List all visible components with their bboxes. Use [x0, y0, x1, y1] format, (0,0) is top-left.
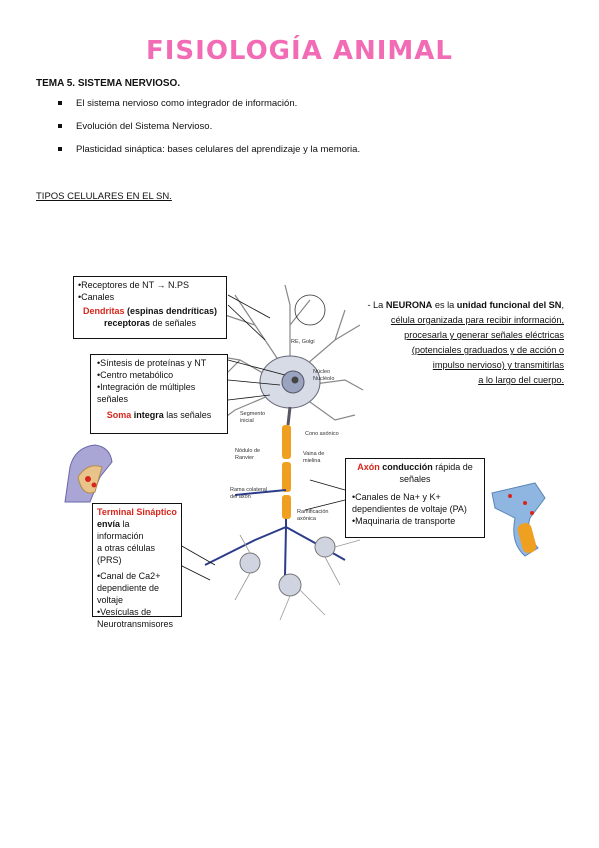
label-re-golgi: RE, Golgi [291, 339, 315, 345]
dendrites-channels: •Canales [78, 292, 115, 302]
label-segmento: Segmento [240, 411, 265, 417]
dendrites-term: Dendritas [82, 306, 125, 316]
soma-line: •Síntesis de proteínas y NT [97, 358, 207, 368]
soma-line: •Integración de múltiples [97, 382, 196, 392]
soma-line: •Centro metabólico [97, 370, 174, 380]
dendrites-spines: (espinas dendríticas) [124, 306, 218, 316]
terminal-line: •Vesículas de [97, 607, 152, 617]
terminal-box: Terminal Sináptico envía la información … [92, 503, 182, 629]
neurona-term: NEURONA [385, 300, 433, 310]
label-ramificacion: Ramificación [297, 509, 328, 515]
label-nucleolo: Nucléolo [313, 376, 334, 382]
synapse-illustration [64, 444, 113, 503]
soma-box: •Síntesis de proteínas y NT •Centro meta… [90, 354, 228, 434]
list-item: Plasticidad sináptica: bases celulares d… [56, 144, 360, 167]
terminal-line: •Canal de Ca2+ [97, 571, 161, 581]
dendrites-box: •Receptores de NT → N.PS •Canales Dendri… [73, 276, 227, 339]
label-ranvier: Ranvier [235, 455, 254, 461]
label-cono: Cono axónico [305, 431, 339, 437]
section-heading: TEMA 5. SISTEMA NERVIOSO. [36, 78, 181, 89]
label-rama2: del axón [230, 494, 251, 500]
nucleolus-shape [291, 376, 299, 384]
axon-box: Axón conducción rápida de señales •Canal… [345, 458, 485, 538]
axon-hillock [286, 406, 292, 426]
terminal-line: la información [97, 519, 144, 541]
page-title: FISIOLOGÍA ANIMAL [146, 36, 453, 66]
list-item: Evolución del Sistema Nervioso. [56, 121, 360, 144]
spine-zoom-circle [294, 294, 326, 326]
axon-term: Axón [357, 462, 380, 472]
label-nucleo: Núcleo [313, 369, 330, 375]
terminal-envia: envía [97, 519, 121, 529]
label-nodulo: Nódulo de [235, 448, 260, 454]
label-axonica: axónica [297, 516, 317, 522]
myelin-segment [282, 425, 291, 459]
dendrites-receptoras: receptoras [103, 318, 150, 328]
label-mielina: mielina [303, 458, 321, 464]
axon-terminals-drawing [204, 489, 346, 576]
terminal-line: a otras células [97, 543, 156, 553]
axon-illustration [491, 482, 546, 557]
label-rama: Rama colateral [230, 487, 267, 493]
topic-list: El sistema nervioso como integrador de i… [56, 98, 360, 167]
terminal-term: Terminal Sináptico [97, 507, 177, 517]
subsection-heading: TIPOS CELULARES EN EL SN. [36, 191, 172, 202]
terminal-line: Neurotransmisores [97, 619, 174, 629]
label-inicial: inicial [240, 418, 254, 424]
myelin-segment [282, 462, 291, 492]
soma-line: señales [97, 394, 129, 404]
neurona-description: - La NEURONA es la unidad funcional del … [367, 300, 564, 385]
soma-integra: integra [131, 410, 164, 420]
dendrites-rest: de señales [149, 318, 197, 328]
postsynaptic-cells [239, 536, 336, 597]
label-vaina: Vaina de [303, 451, 324, 457]
terminal-line: voltaje [97, 595, 124, 605]
list-item: El sistema nervioso como integrador de i… [56, 98, 360, 121]
unidad-funcional: unidad funcional del SN [456, 300, 562, 310]
dendrites-receptors: •Receptores de NT → N.PS [78, 280, 190, 290]
soma-term: Soma [106, 410, 132, 420]
terminal-prs: (PRS) [97, 555, 122, 565]
terminal-line: dependiente de [97, 583, 160, 593]
axon-conduccion: conducción [379, 462, 433, 472]
myelin-segment [282, 495, 291, 519]
soma-rest: las señales [163, 410, 212, 420]
